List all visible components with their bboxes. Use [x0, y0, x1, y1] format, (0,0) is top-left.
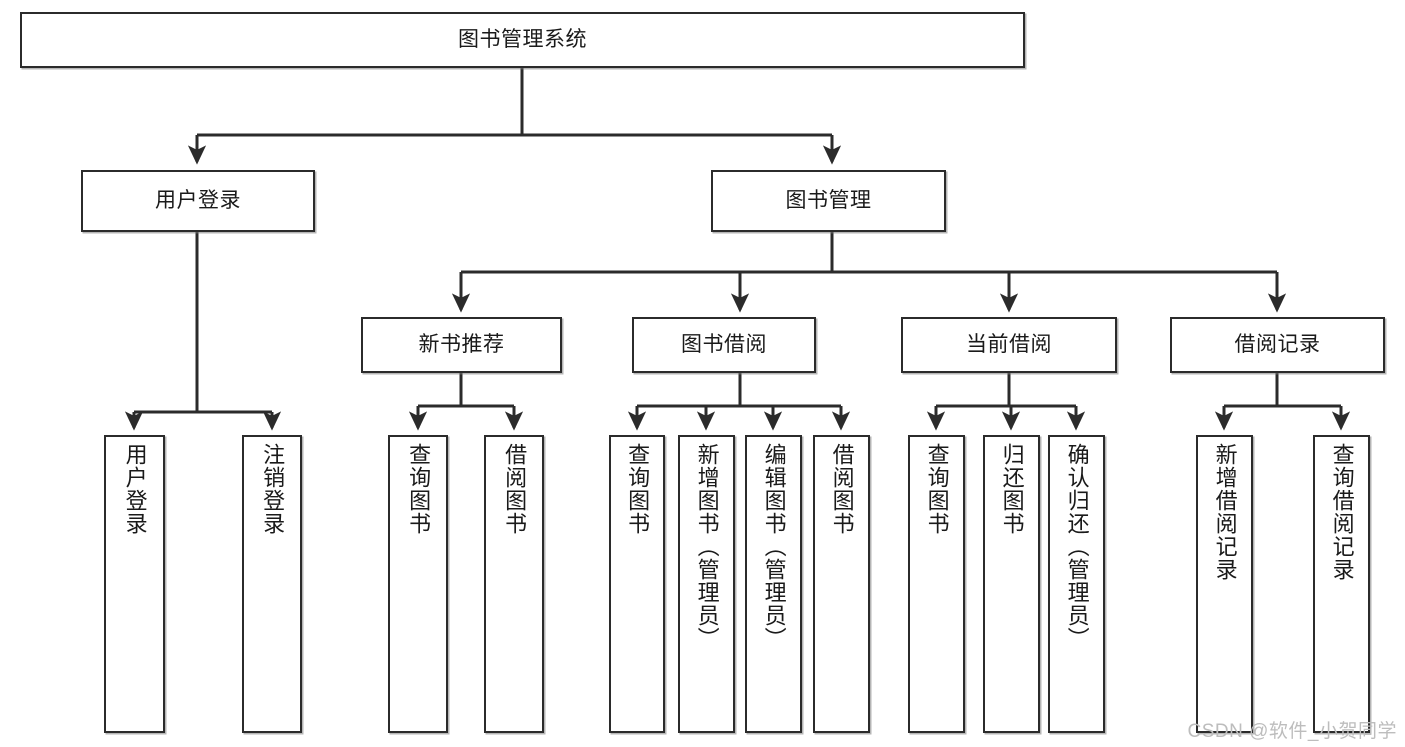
node-label: 当前借阅 — [966, 333, 1052, 357]
node-label: 借阅图书 — [829, 443, 855, 535]
node-label: 查询图书 — [625, 443, 651, 535]
node-leaf-add-borrow-record[interactable]: 新增借阅记录 — [1196, 435, 1253, 733]
node-label: 借阅图书 — [502, 443, 528, 535]
node-borrow-record[interactable]: 借阅记录 — [1170, 317, 1385, 373]
node-book-manage[interactable]: 图书管理 — [711, 170, 946, 232]
node-label: 用户登录 — [122, 443, 148, 535]
node-label: 查询图书 — [924, 443, 950, 535]
node-label: 归还图书 — [999, 443, 1025, 535]
node-leaf-query-book-borrow[interactable]: 查询图书 — [609, 435, 665, 733]
node-label: 编辑图书（管理员） — [761, 443, 787, 650]
node-label: 新增图书（管理员） — [694, 443, 720, 650]
node-leaf-logout[interactable]: 注销登录 — [242, 435, 302, 733]
node-label: 查询借阅记录 — [1329, 443, 1355, 581]
node-root-system[interactable]: 图书管理系统 — [20, 12, 1025, 68]
node-label: 新增借阅记录 — [1212, 443, 1238, 581]
node-label: 用户登录 — [155, 189, 241, 213]
node-leaf-borrow-book-rec[interactable]: 借阅图书 — [484, 435, 544, 733]
node-label: 图书借阅 — [681, 333, 767, 357]
node-leaf-add-book-admin[interactable]: 新增图书（管理员） — [678, 435, 735, 733]
node-user-login[interactable]: 用户登录 — [81, 170, 315, 232]
node-label: 图书管理系统 — [458, 28, 587, 52]
node-label: 借阅记录 — [1234, 333, 1321, 357]
node-leaf-user-login[interactable]: 用户登录 — [104, 435, 165, 733]
node-new-book-recommend[interactable]: 新书推荐 — [361, 317, 562, 373]
node-leaf-query-book-rec[interactable]: 查询图书 — [388, 435, 448, 733]
node-leaf-edit-book-admin[interactable]: 编辑图书（管理员） — [745, 435, 802, 733]
node-label: 确认归还（管理员） — [1064, 443, 1090, 650]
node-leaf-query-borrow-record[interactable]: 查询借阅记录 — [1313, 435, 1370, 733]
node-label: 注销登录 — [260, 443, 286, 535]
node-current-borrow[interactable]: 当前借阅 — [901, 317, 1117, 373]
node-label: 图书管理 — [785, 189, 872, 213]
node-book-borrow[interactable]: 图书借阅 — [632, 317, 816, 373]
node-leaf-query-book-current[interactable]: 查询图书 — [908, 435, 965, 733]
node-label: 查询图书 — [406, 443, 432, 535]
node-label: 新书推荐 — [418, 333, 505, 357]
node-leaf-confirm-return-admin[interactable]: 确认归还（管理员） — [1048, 435, 1105, 733]
node-leaf-return-book[interactable]: 归还图书 — [983, 435, 1040, 733]
node-leaf-borrow-book[interactable]: 借阅图书 — [813, 435, 870, 733]
